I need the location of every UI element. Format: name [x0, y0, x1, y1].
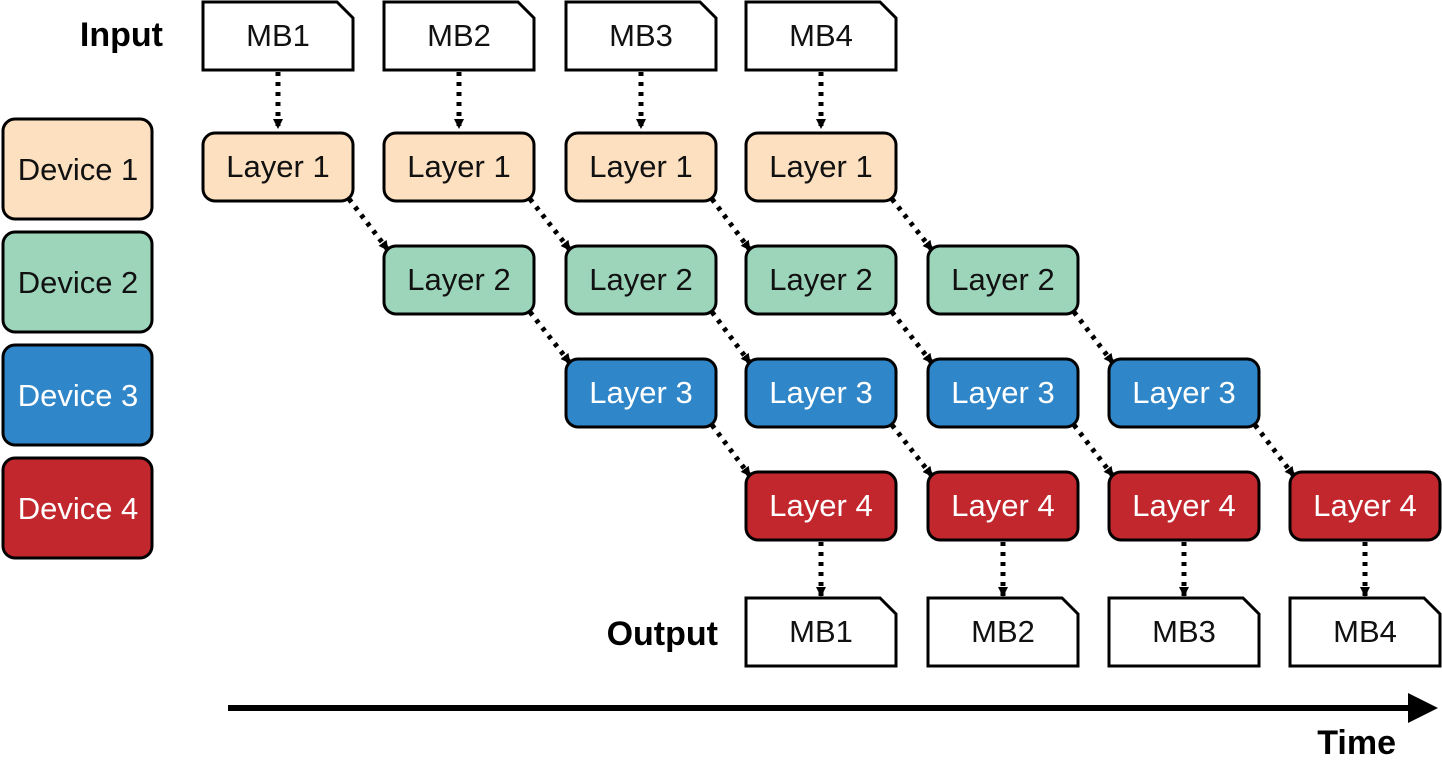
stage-mb1-layer-1: Layer 1 [201, 131, 355, 203]
stage-mb1-layer-3: Layer 3 [564, 357, 718, 429]
legend-device-3: Device 3 [1, 343, 154, 447]
dependency-arrow [709, 423, 753, 478]
dependency-arrow [709, 197, 753, 252]
stage-label: Layer 4 [1313, 488, 1416, 523]
stage-mb3-layer-4: Layer 4 [1107, 470, 1261, 542]
stage-label: Layer 3 [951, 375, 1054, 410]
dependency-arrow [890, 310, 934, 365]
dependency-arrow [528, 197, 572, 252]
dependency-arrow [709, 310, 753, 365]
stage-mb4-layer-3: Layer 3 [1107, 357, 1261, 429]
input-mb2: MB2 [382, 0, 536, 72]
doc-label: MB3 [1152, 614, 1216, 649]
stage-mb1-layer-4: Layer 4 [744, 470, 898, 542]
stage-mb3-layer-2: Layer 2 [744, 244, 898, 316]
stage-label: Layer 2 [951, 262, 1054, 297]
time-axis-label: Time [1317, 724, 1396, 762]
doc-label: MB1 [246, 18, 310, 53]
dependency-arrow [890, 197, 934, 252]
doc-label: MB3 [609, 18, 673, 53]
stage-label: Layer 4 [1132, 488, 1235, 523]
legend-device-4: Device 4 [1, 456, 154, 560]
output-heading: Output [607, 615, 718, 653]
dependency-arrow [528, 310, 572, 365]
output-mb4: MB4 [1288, 596, 1442, 668]
legend-device-label: Device 3 [18, 378, 139, 413]
stage-mb3-layer-3: Layer 3 [926, 357, 1080, 429]
legend-device-label: Device 4 [18, 491, 139, 526]
stage-label: Layer 2 [589, 262, 692, 297]
stage-mb2-layer-4: Layer 4 [926, 470, 1080, 542]
stage-label: Layer 1 [226, 149, 329, 184]
time-axis [228, 693, 1438, 723]
output-mb2: MB2 [926, 596, 1080, 668]
stage-label: Layer 3 [1132, 375, 1235, 410]
stage-label: Layer 1 [407, 149, 510, 184]
stage-label: Layer 3 [769, 375, 872, 410]
stage-label: Layer 4 [951, 488, 1054, 523]
stage-label: Layer 1 [589, 149, 692, 184]
stage-label: Layer 2 [407, 262, 510, 297]
stage-label: Layer 3 [589, 375, 692, 410]
legend-device-2: Device 2 [1, 230, 154, 334]
doc-label: MB2 [971, 614, 1035, 649]
dependency-arrow [1253, 423, 1296, 478]
stage-mb2-layer-2: Layer 2 [564, 244, 718, 316]
doc-label: MB2 [427, 18, 491, 53]
stage-label: Layer 1 [769, 149, 872, 184]
pipeline-stages: Layer 1 Layer 1 Layer 1 Layer 1 Layer 2 Layer… [201, 131, 1442, 542]
doc-label: MB4 [789, 18, 853, 53]
dependency-arrow [890, 423, 934, 478]
dependency-arrow [347, 197, 390, 252]
stage-mb3-layer-1: Layer 1 [564, 131, 718, 203]
stage-label: Layer 2 [769, 262, 872, 297]
input-mb3: MB3 [564, 0, 718, 72]
input-heading: Input [80, 16, 163, 54]
input-mb4: MB4 [744, 0, 898, 72]
stage-mb1-layer-2: Layer 2 [382, 244, 536, 316]
input-mb1: MB1 [201, 0, 355, 72]
output-mb1: MB1 [744, 596, 898, 668]
dependency-arrows [273, 72, 1370, 597]
legend-device-label: Device 1 [18, 152, 139, 187]
legend-device-1: Device 1 [1, 117, 154, 221]
stage-label: Layer 4 [769, 488, 872, 523]
stage-mb2-layer-3: Layer 3 [744, 357, 898, 429]
stage-mb2-layer-1: Layer 1 [382, 131, 536, 203]
doc-label: MB1 [789, 614, 853, 649]
device-legend: Device 1 Device 2 Device 3 Device 4 [1, 117, 154, 560]
output-mb3: MB3 [1107, 596, 1261, 668]
stage-mb4-layer-2: Layer 2 [926, 244, 1080, 316]
legend-device-label: Device 2 [18, 265, 139, 300]
dependency-arrow [1072, 423, 1115, 478]
dependency-arrow [1072, 310, 1115, 365]
stage-mb4-layer-4: Layer 4 [1288, 470, 1442, 542]
stage-mb4-layer-1: Layer 1 [744, 131, 898, 203]
doc-label: MB4 [1333, 614, 1397, 649]
